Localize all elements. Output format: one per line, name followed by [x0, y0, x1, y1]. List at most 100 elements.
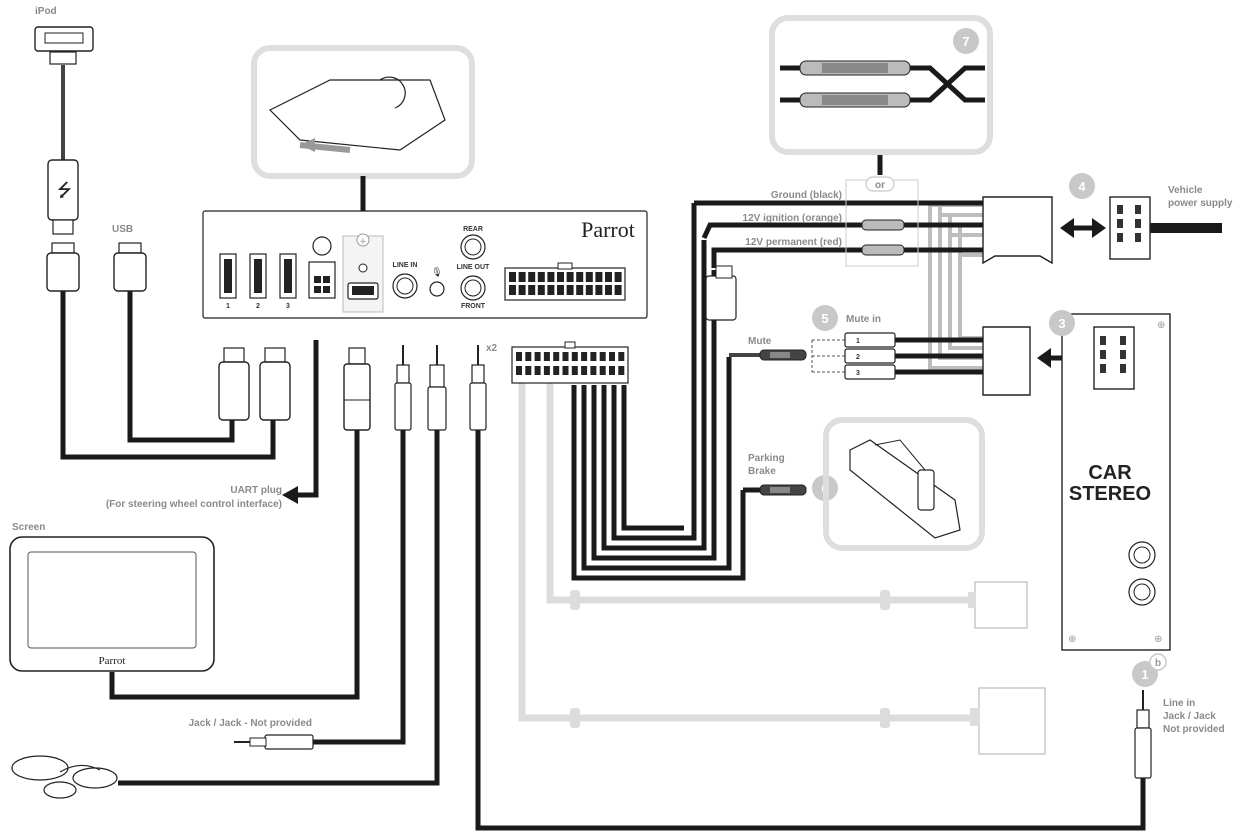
harness-pin: [525, 352, 532, 361]
mute-pin-2: 2: [856, 354, 860, 361]
iso-pin: [537, 285, 545, 295]
iso-pin: [595, 285, 603, 295]
iso-pin: [528, 285, 536, 295]
parking-label-2: Brake: [748, 466, 776, 477]
screen-label: Screen: [12, 522, 45, 533]
car-stereo-label-2: STEREO: [1069, 483, 1151, 505]
harness-pin: [618, 366, 625, 375]
harness-pin: [553, 366, 560, 375]
callout-7: 7: [953, 28, 979, 54]
uart-label-1: UART plug: [230, 485, 282, 496]
jack-jack-label: Jack / Jack - Not provided: [189, 718, 312, 729]
parking-brake-plug: [759, 484, 807, 496]
usb-plug-usb: [113, 242, 147, 292]
car-stereo-unit: ⊕ ⊕ ⊕: [1061, 313, 1171, 651]
harness-pin: [609, 366, 615, 375]
or-label: or: [875, 180, 885, 191]
parking-brake-bubble: [823, 417, 985, 551]
iso-pin: [614, 285, 622, 295]
usb-plug-ipod-2: [46, 242, 80, 292]
grey-plug-2: [570, 687, 1046, 755]
harness-pins: [516, 352, 625, 375]
callout-1b: 1 b: [1132, 653, 1167, 687]
callout-4: 4: [1069, 173, 1095, 199]
harness-clip: [705, 265, 737, 321]
harness-pin: [590, 366, 597, 375]
harness-pin: [543, 366, 550, 375]
iso-pin: [509, 272, 516, 282]
iso-pin: [614, 272, 622, 282]
harness-pin: [599, 352, 606, 361]
iso-pin: [518, 272, 526, 282]
uart-arrow: [282, 486, 298, 504]
grey-plug-1: [570, 581, 1028, 629]
harness-pin: [609, 352, 615, 361]
harness-pin: [581, 366, 588, 375]
mute-pin-1: 1: [856, 338, 860, 345]
iso-pin: [585, 285, 593, 295]
usb-port-2-label: 2: [256, 303, 260, 310]
callout-3-text: 3: [1058, 316, 1065, 331]
ipod-connector: [34, 26, 94, 65]
callout-5: 5: [812, 305, 838, 331]
jack-jack-plug: [234, 734, 314, 750]
port-line-in-label: LINE IN: [393, 262, 418, 269]
iso-pin: [557, 272, 564, 282]
iso-pin: [547, 285, 555, 295]
port-rear-label: REAR: [463, 226, 483, 233]
mute-label: Mute: [748, 336, 772, 347]
line-in-label-1: Line in: [1163, 698, 1195, 709]
iso-power-connector: [982, 196, 1053, 396]
permanent-label: 12V permanent (red): [745, 237, 842, 248]
svg-text:+: +: [359, 237, 367, 247]
harness-pin: [516, 366, 522, 375]
callout-5-text: 5: [821, 311, 828, 326]
harness-pin: [516, 352, 522, 361]
double-arrow-4: [1060, 218, 1106, 238]
iso-pin: [566, 272, 574, 282]
callout-4-text: 4: [1078, 179, 1086, 194]
harness-pin: [618, 352, 625, 361]
usb-port-3-label: 3: [286, 303, 290, 310]
mount-detail-bubble: [251, 45, 475, 235]
car-stereo-label-1: CAR: [1088, 462, 1132, 484]
iso-pin: [595, 272, 603, 282]
mute-plug: [759, 349, 807, 361]
svg-text:🎙: 🎙: [431, 267, 442, 278]
screen-device: [9, 536, 215, 672]
line-in-label-3: Not provided: [1163, 724, 1225, 735]
svg-text:⊕: ⊕: [1154, 634, 1162, 645]
callout-1-text: 1: [1141, 667, 1148, 682]
parking-label-1: Parking: [748, 453, 785, 464]
iso-pin: [605, 272, 612, 282]
callout-7-text: 7: [962, 34, 969, 49]
callout-3: 3: [1049, 310, 1075, 336]
uart-label-2: (For steering wheel control interface): [106, 499, 282, 510]
harness-pin: [562, 366, 569, 375]
microphone: [11, 755, 118, 799]
unit-iso-pins: [509, 272, 622, 295]
harness-pin: [571, 352, 578, 361]
harness-pin: [534, 366, 541, 375]
unit-brand: Parrot: [581, 217, 635, 242]
line-in-jack: [1134, 690, 1152, 779]
harness-connector: [511, 341, 629, 384]
vehicle-label-2: power supply: [1168, 198, 1233, 209]
fuse-group: [845, 176, 919, 267]
iso-pin: [605, 285, 612, 295]
usb-plug-unit-2: [259, 347, 291, 421]
harness-pin: [562, 352, 569, 361]
svg-text:⭍: ⭍: [57, 180, 72, 201]
parrot-main-unit: + 🎙: [202, 210, 648, 319]
iso-pin: [585, 272, 593, 282]
iso-pin: [537, 272, 545, 282]
harness-pin: [599, 366, 606, 375]
svg-text:⊕: ⊕: [1068, 634, 1076, 645]
ipod-label: iPod: [35, 6, 57, 17]
iso-pin: [528, 272, 536, 282]
svg-text:⊕: ⊕: [1157, 320, 1165, 331]
iso-pin: [566, 285, 574, 295]
usb-plug-ipod: ⭍: [47, 159, 79, 235]
ignition-label: 12V ignition (orange): [743, 213, 842, 224]
jack-plug-1: [394, 345, 412, 431]
